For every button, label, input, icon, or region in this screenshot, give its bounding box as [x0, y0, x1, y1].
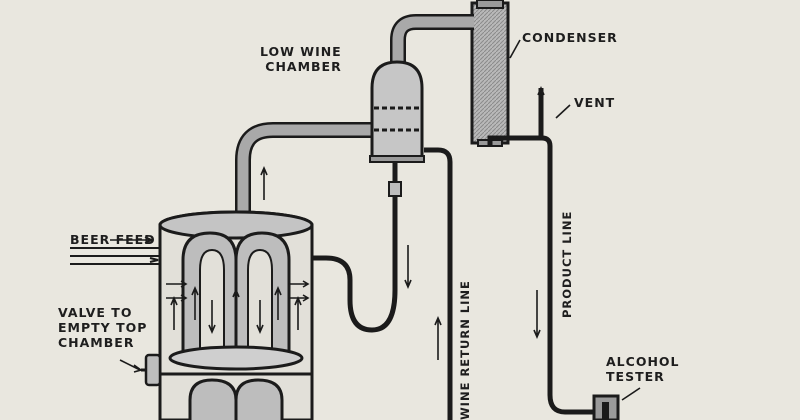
product-line-label: PRODUCT LINE [560, 211, 575, 318]
low-wine-chamber [370, 62, 424, 162]
alcohol-tester [594, 396, 618, 420]
chamber-drain-line [312, 162, 395, 330]
vapor-pipe-to-low-wine-chamber [243, 130, 374, 218]
product-line [490, 138, 600, 412]
low-wine-chamber-label: LOW WINE CHAMBER [260, 44, 342, 74]
valve-label: VALVE TO EMPTY TOP CHAMBER [58, 305, 147, 350]
drain-valve [141, 355, 160, 385]
condenser-label: CONDENSER [522, 30, 618, 45]
wine-return-line-label: WINE RETURN LINE [458, 280, 473, 420]
beer-feed-label: BEER FEED [70, 232, 156, 247]
alcohol-tester-label: ALCOHOL TESTER [606, 354, 680, 384]
condenser [472, 0, 508, 146]
vent-label: VENT [574, 95, 615, 110]
still-column [160, 212, 312, 420]
beer-feed-pipe [70, 248, 160, 264]
wine-return-line [424, 150, 450, 420]
